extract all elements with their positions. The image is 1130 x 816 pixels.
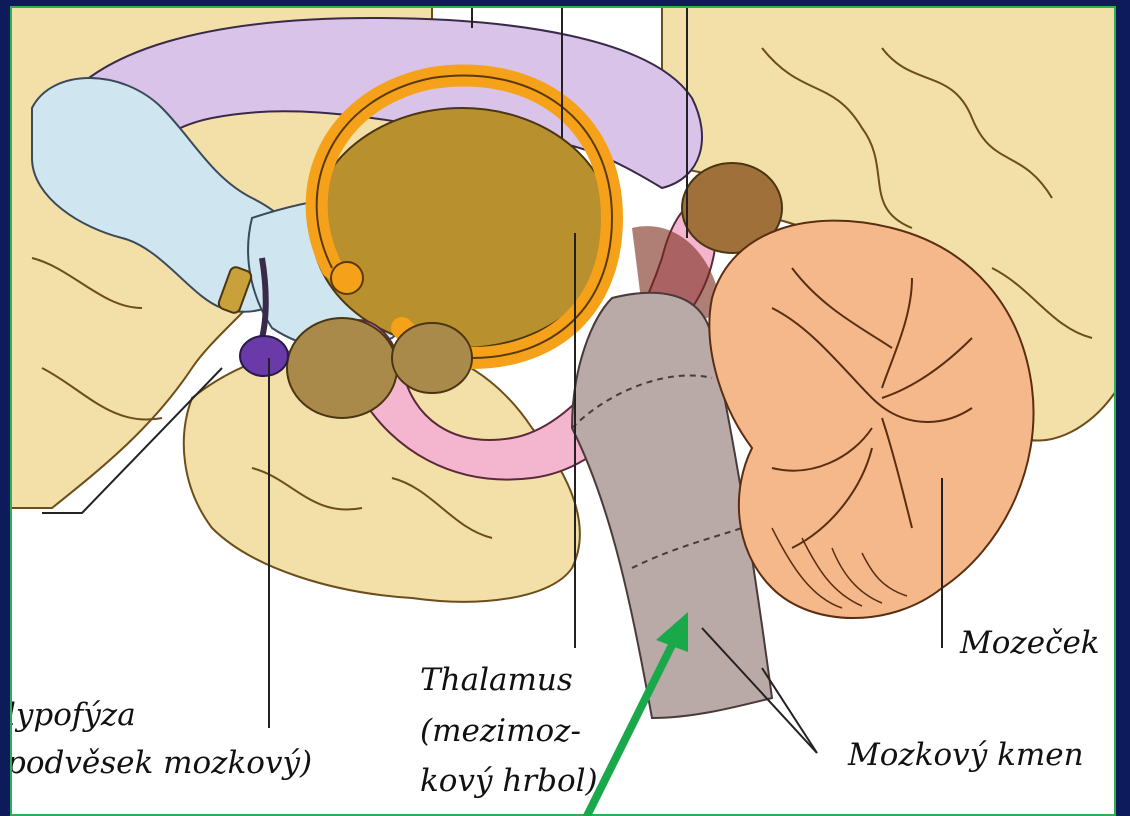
mozkovy-kmen-label: Mozkový kmen xyxy=(848,740,1084,771)
thalamus-label-line3: kový hrbol) xyxy=(420,766,598,797)
uncus xyxy=(392,323,472,393)
mammillary-body xyxy=(331,262,363,294)
amygdala xyxy=(287,318,397,418)
hypofyza-label-line1: lypofýza xyxy=(10,700,136,731)
diagram-panel: lypofýza podvěsek mozkový) Thalamus (mez… xyxy=(10,6,1116,816)
mozecek-label: Mozeček xyxy=(960,628,1100,659)
thalamus-label-line2: (mezimoz- xyxy=(420,716,581,747)
hypofyza-label-line2: podvěsek mozkový) xyxy=(10,748,312,779)
hypophysis xyxy=(240,336,288,376)
thalamus-label-line1: Thalamus xyxy=(420,665,573,696)
